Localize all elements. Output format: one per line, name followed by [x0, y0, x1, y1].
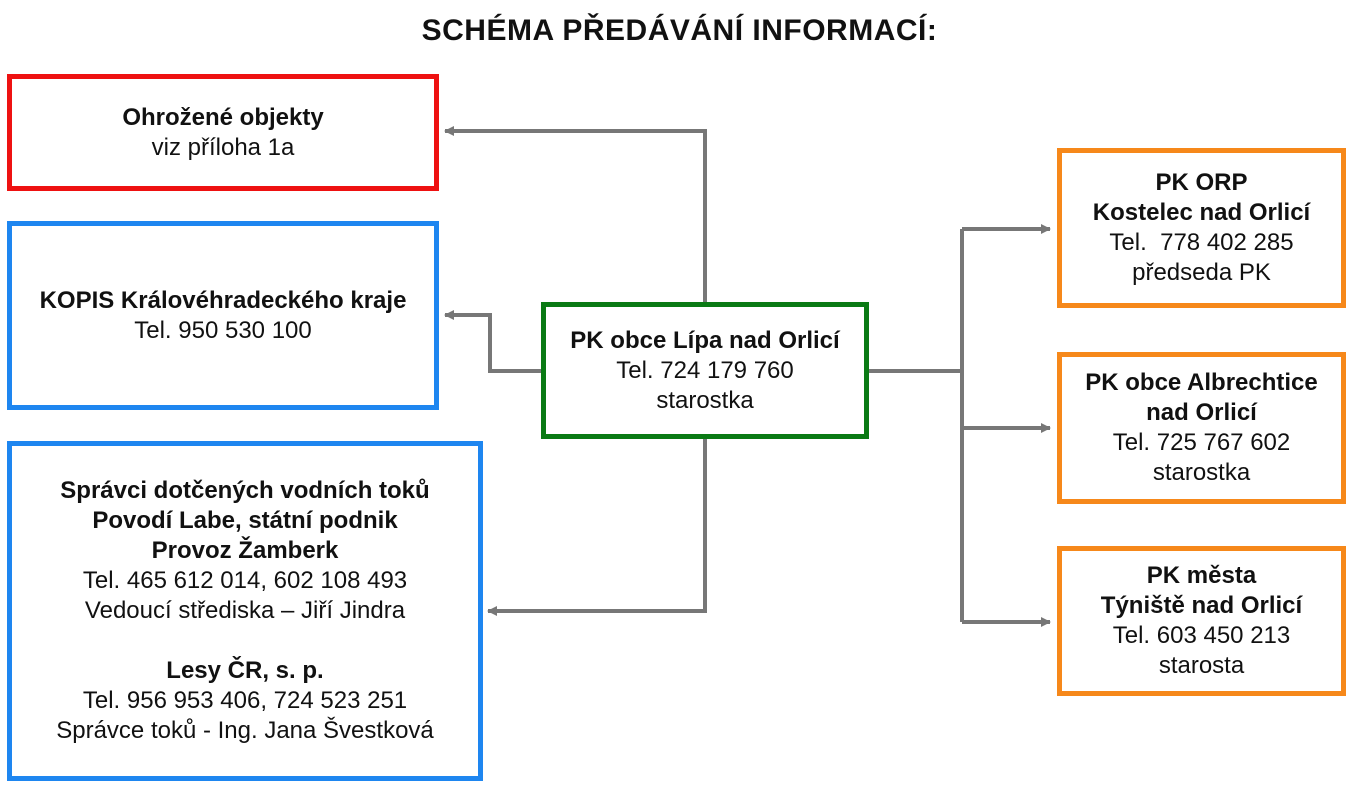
arrow-to-water	[487, 437, 707, 616]
forest-contact: Správce toků - Ing. Jana Švestková	[56, 717, 434, 744]
orp-phone: Tel. 778 402 285	[1109, 229, 1294, 256]
threatened-objects-box: Ohrožené objekty viz příloha 1a	[7, 74, 439, 191]
threatened-note: viz příloha 1a	[151, 133, 295, 161]
orp-line2: Kostelec nad Orlicí	[1092, 199, 1311, 226]
center-phone: Tel. 724 179 760	[616, 356, 794, 384]
albrechtice-phone: Tel. 725 767 602	[1112, 429, 1291, 456]
tyniste-role: starosta	[1158, 652, 1245, 679]
orp-box: PK ORP Kostelec nad Orlicí Tel. 778 402 …	[1057, 148, 1346, 308]
water-line3: Provoz Žamberk	[151, 537, 339, 564]
threatened-title: Ohrožené objekty	[122, 103, 324, 131]
tyniste-line1: PK města	[1146, 562, 1257, 589]
tyniste-line2: Týniště nad Orlicí	[1100, 592, 1303, 619]
center-role: starostka	[656, 386, 754, 414]
tyniste-box: PK města Týniště nad Orlicí Tel. 603 450…	[1057, 546, 1346, 696]
albrechtice-box: PK obce Albrechtice nad Orlicí Tel. 725 …	[1057, 352, 1346, 504]
albrechtice-role: starostka	[1152, 459, 1251, 486]
diagram-title: SCHÉMA PŘEDÁVÁNÍ INFORMACÍ:	[421, 14, 938, 47]
center-title: PK obce Lípa nad Orlicí	[570, 326, 840, 354]
kopis-title: KOPIS Královéhradeckého kraje	[39, 286, 407, 314]
water-managers-box: Správci dotčených vodních toků Povodí La…	[7, 441, 483, 781]
center-box: PK obce Lípa nad Orlicí Tel. 724 179 760…	[541, 302, 869, 439]
forest-title: Lesy ČR, s. p.	[166, 657, 324, 684]
forest-phone: Tel. 956 953 406, 724 523 251	[82, 687, 408, 714]
kopis-phone: Tel. 950 530 100	[134, 316, 312, 344]
albrechtice-line1: PK obce Albrechtice	[1085, 369, 1318, 396]
water-line2: Povodí Labe, státní podnik	[92, 507, 398, 534]
orp-role: předseda PK	[1132, 259, 1271, 286]
albrechtice-line2: nad Orlicí	[1146, 399, 1257, 426]
arrow-to-threatened	[444, 126, 707, 303]
water-line1: Správci dotčených vodních toků	[60, 477, 430, 504]
water-phone: Tel. 465 612 014, 602 108 493	[82, 567, 408, 594]
orp-line1: PK ORP	[1155, 169, 1248, 196]
water-contact: Vedoucí střediska – Jiří Jindra	[84, 597, 406, 624]
tyniste-phone: Tel. 603 450 213	[1112, 622, 1291, 649]
kopis-box: KOPIS Královéhradeckého kraje Tel. 950 5…	[7, 221, 439, 410]
arrow-to-kopis	[444, 310, 543, 373]
